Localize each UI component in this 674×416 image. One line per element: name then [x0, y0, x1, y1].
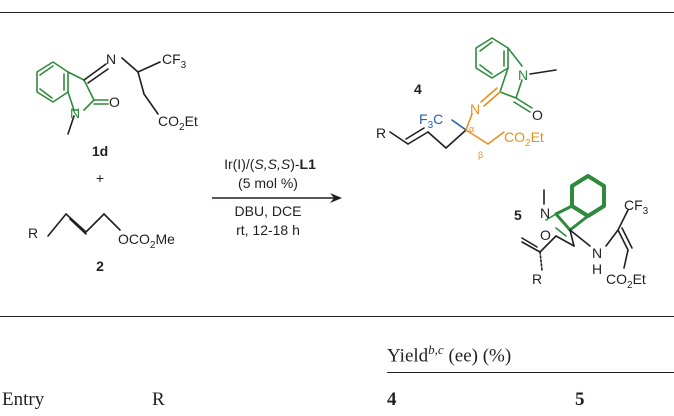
4-r-group: R	[376, 125, 386, 141]
label-1d: 1d	[92, 143, 108, 159]
reactant-1d-structure	[36, 57, 161, 135]
product-4-labels: N O N F3C CO2Et R α β	[376, 67, 544, 160]
4-alpha-label: α	[469, 124, 474, 134]
condition-loading: (5 mol %)	[238, 175, 298, 191]
5-nh-h: H	[592, 261, 602, 277]
col-header-entry: Entry	[2, 389, 45, 410]
reaction-arrow	[212, 193, 342, 203]
5-cf3: CF3	[624, 197, 649, 217]
4-beta-label: β	[478, 150, 483, 160]
col-header-5: 5	[575, 389, 585, 410]
yield-group-header: Yieldb,c (ee) (%)	[387, 342, 511, 367]
yield-ee-label: (ee) (%)	[443, 345, 512, 367]
4-co2et: CO2Et	[504, 129, 544, 149]
condition-catalyst: Ir(I)/(S,S,S)-L1	[224, 156, 316, 172]
5-ring-n: N	[540, 205, 550, 221]
product-4-structure	[389, 37, 557, 149]
scheme-bottom-rule	[0, 316, 674, 317]
4-carbonyl-o: O	[532, 107, 543, 123]
col-header-4: 4	[387, 389, 397, 410]
reactant-1d-labels: N CF3 CO2Et N O	[70, 51, 198, 133]
1d-carbonyl-o: O	[109, 94, 120, 110]
table-top-rule	[0, 12, 674, 13]
1d-co2et: CO2Et	[158, 113, 198, 133]
4-ring-n: N	[518, 67, 528, 83]
reactant-2-labels: R OCO2Me	[28, 225, 175, 251]
reaction-conditions: Ir(I)/(S,S,S)-L1 (5 mol %) DBU, DCE rt, …	[224, 156, 316, 238]
5-nh-n: N	[592, 245, 602, 261]
1d-imine-n: N	[106, 51, 116, 67]
2-oco2me: OCO2Me	[118, 231, 175, 251]
4-f3c: F3C	[419, 111, 443, 131]
condition-time: rt, 12-18 h	[236, 222, 300, 238]
reaction-scheme: N CF3 CO2Et N O 1d + R OCO2Me 2 Ir(I)/(S…	[28, 37, 649, 291]
plus-sign: +	[96, 170, 104, 186]
yield-label: Yield	[387, 345, 429, 367]
5-co2et: CO2Et	[606, 271, 646, 291]
reactant-2-structure	[47, 213, 121, 237]
5-ring-o: O	[540, 227, 551, 243]
label-2: 2	[96, 258, 104, 274]
5-r-group: R	[532, 271, 542, 287]
label-4: 4	[414, 81, 422, 97]
2-r-group: R	[28, 225, 38, 241]
4-imine-n: N	[470, 101, 480, 117]
1d-cf3: CF3	[162, 51, 187, 71]
yield-footnote-marks: b,c	[428, 342, 444, 357]
yield-span-rule	[387, 372, 674, 373]
condition-reagents: DBU, DCE	[235, 203, 302, 219]
1d-ring-n: N	[70, 105, 80, 121]
label-5: 5	[514, 207, 522, 223]
product-5-structure	[521, 174, 633, 271]
product-5-labels: N O N H CF3 R CO2Et	[532, 197, 649, 291]
col-header-r: R	[152, 389, 165, 410]
